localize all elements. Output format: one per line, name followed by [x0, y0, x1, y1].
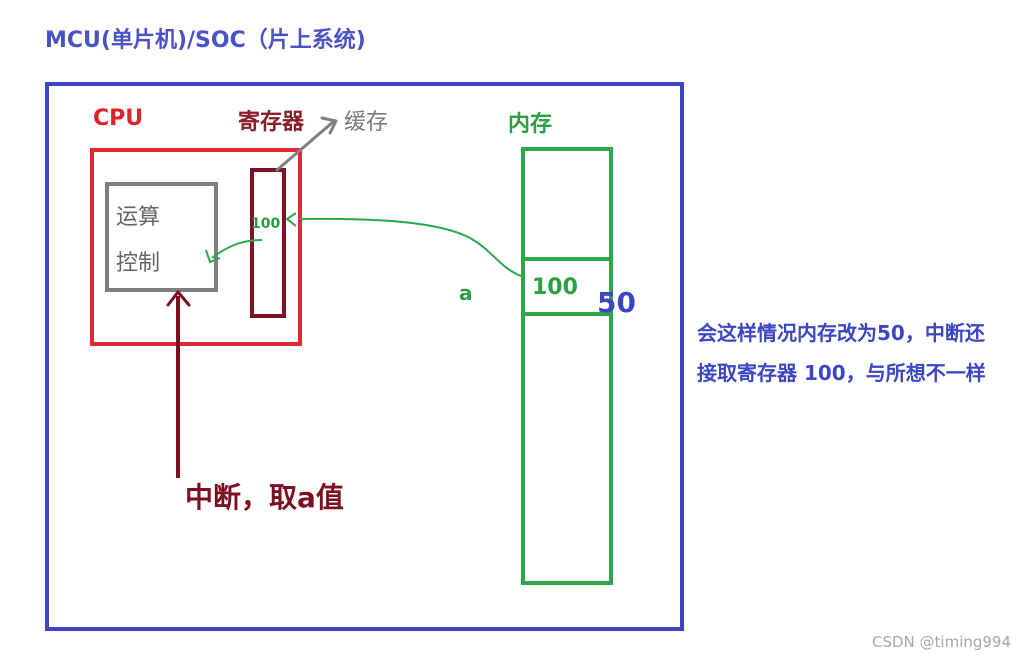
- note-line-1: 会这样情况内存改为50，中断还: [697, 321, 985, 345]
- alu-label: 运算: [116, 205, 161, 230]
- memory-box: [521, 147, 613, 585]
- soc-boundary-box: [45, 82, 684, 631]
- memory-cell-value: 100: [532, 275, 578, 300]
- register-to-alu-arrow: [205, 239, 263, 264]
- cpu-label: CPU: [93, 106, 144, 131]
- control-label: 控制: [116, 251, 161, 276]
- alu-control-box: [105, 182, 218, 292]
- memory-cell-bottom-divider: [521, 312, 613, 316]
- memory-label: 内存: [508, 112, 553, 137]
- cpu-box: [90, 148, 302, 346]
- interrupt-label: 中断，取a值: [185, 481, 344, 514]
- page-title: MCU(单片机)/SOC（片上系统): [45, 28, 366, 53]
- watermark: CSDN @timing994: [872, 633, 1012, 651]
- interrupt-arrow: [166, 290, 191, 478]
- note-line-2: 接取寄存器 100，与所想不一样: [697, 361, 986, 385]
- memory-cell-top-divider: [521, 257, 613, 261]
- memory-to-register-arrow: [285, 212, 522, 277]
- variable-label: a: [459, 281, 473, 305]
- new-memory-value: 50: [597, 286, 636, 319]
- register-value: 100: [251, 216, 281, 232]
- register-box: [250, 168, 286, 318]
- register-label: 寄存器: [238, 110, 305, 135]
- register-cache-arrow: [275, 116, 338, 172]
- cache-label: 缓存: [344, 110, 389, 135]
